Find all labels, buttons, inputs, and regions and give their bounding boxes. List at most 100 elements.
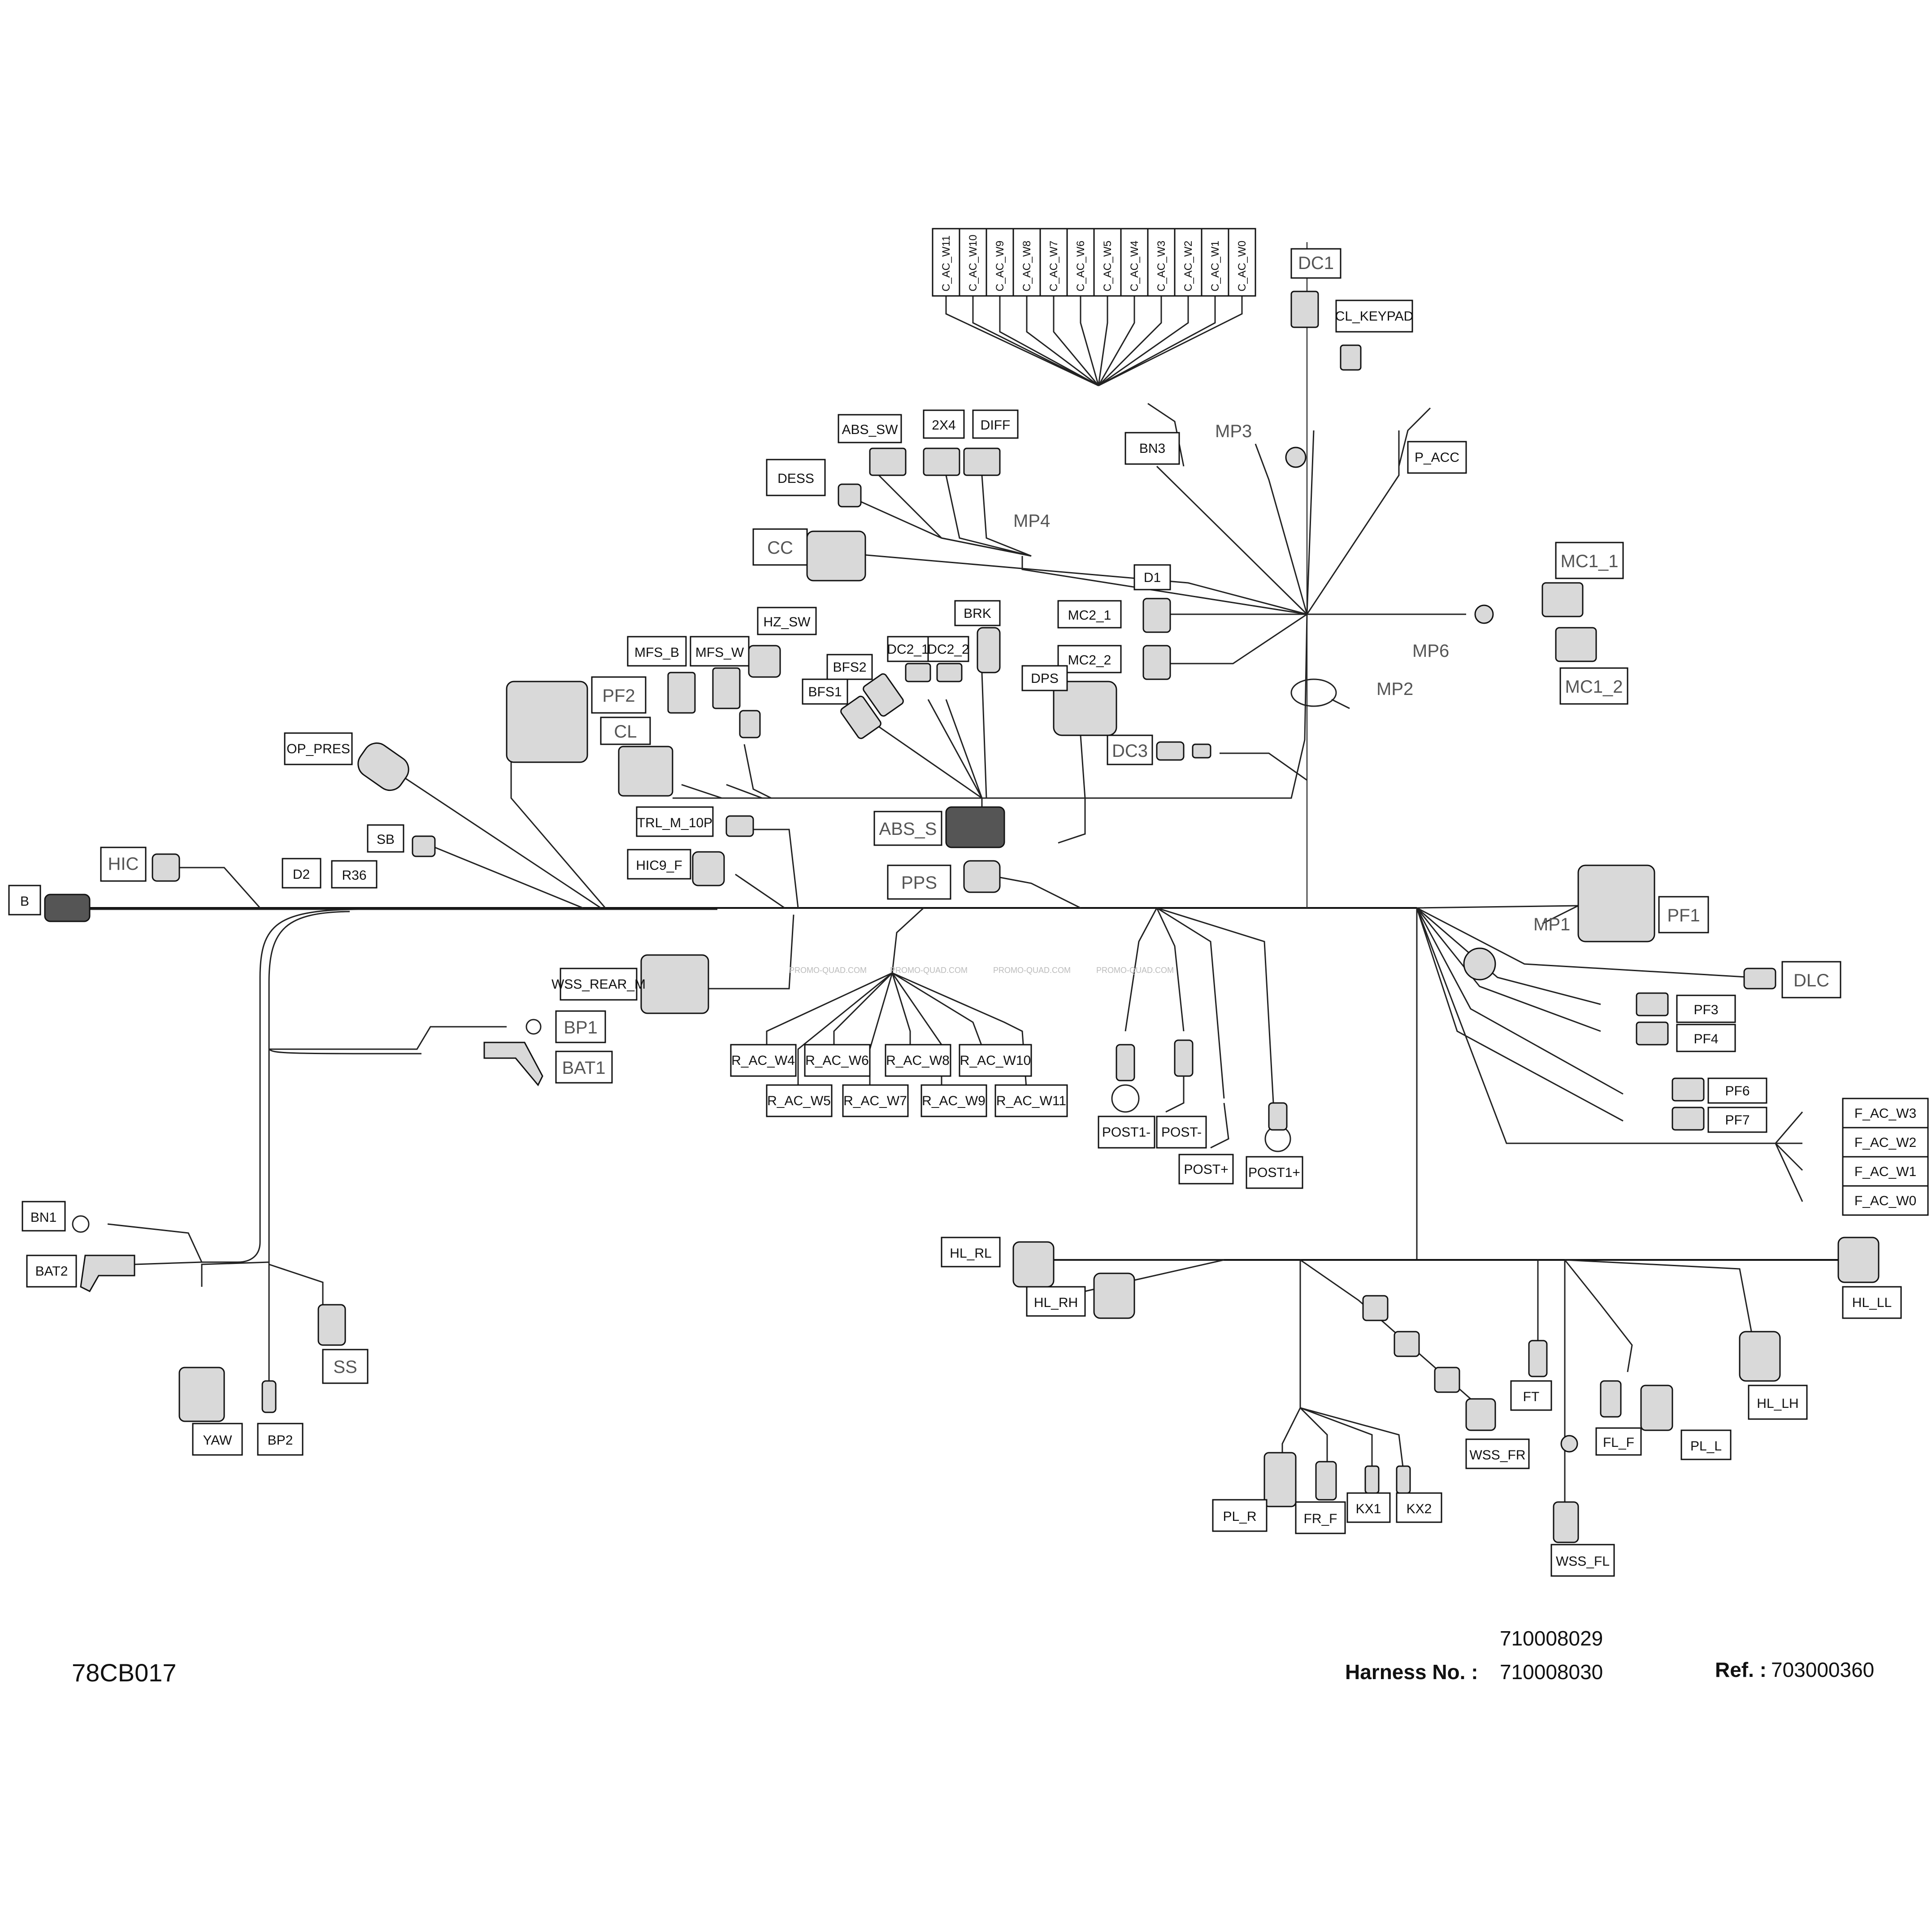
watermark: PROMO-QUAD.COM: [993, 966, 1071, 975]
top-strip-cell: [986, 228, 1014, 297]
BFS1-connector: [840, 695, 881, 739]
label-MC1_1: MC1_1: [1555, 542, 1624, 579]
watermark: PROMO-QUAD.COM: [1096, 966, 1174, 975]
PL_L-connector: [1640, 1385, 1673, 1431]
diagram-code: 78CB017: [72, 1658, 177, 1687]
label-HL_RL: HL_RL: [941, 1237, 1001, 1268]
label-CL: CL: [600, 716, 651, 745]
top-strip-label: C_AC_W8: [1021, 241, 1033, 291]
svg-text:HIC9_F: HIC9_F: [636, 858, 682, 873]
svg-text:POST1-: POST1-: [1102, 1125, 1151, 1140]
label-HL_LL: HL_LL: [1842, 1286, 1902, 1319]
svg-text:PL_L: PL_L: [1690, 1439, 1722, 1454]
2X4-connector: [923, 447, 960, 476]
svg-text:CC: CC: [767, 538, 793, 558]
DIFF-connector: [963, 447, 1001, 476]
HL_RH-connector: [1093, 1272, 1135, 1319]
label-F_AC_W3: F_AC_W3: [1842, 1098, 1929, 1129]
DC2_1-connector: [905, 663, 931, 682]
svg-text:PF6: PF6: [1725, 1084, 1750, 1098]
label-PL_L: PL_L: [1680, 1429, 1732, 1460]
P_ACC-lug: [1398, 407, 1431, 467]
CC-connector: [806, 530, 866, 582]
top-strip-cell: [1201, 228, 1229, 297]
ref-label: Ref. :: [1715, 1658, 1767, 1681]
POST+-lug: [1210, 1103, 1229, 1149]
svg-text:MFS_W: MFS_W: [695, 645, 744, 660]
label-POST+: POST+: [1178, 1154, 1234, 1185]
top-strip-label: C_AC_W3: [1155, 241, 1168, 291]
svg-text:CL_KEYPAD: CL_KEYPAD: [1335, 309, 1414, 324]
svg-text:BP1: BP1: [564, 1018, 598, 1038]
label-BFS2: BFS2: [826, 654, 873, 680]
footer: 78CB017 Harness No. : 710008029 71000803…: [72, 1627, 1874, 1687]
top-strip-cell: [1174, 228, 1203, 297]
TRL_M_10P-connector: [725, 815, 754, 837]
svg-text:POST1+: POST1+: [1248, 1165, 1300, 1180]
MFS_B-connector: [667, 672, 696, 714]
label-WSS_FL: WSS_FL: [1550, 1544, 1615, 1577]
top-strip-cell: [932, 228, 960, 297]
label-YAW: YAW: [192, 1423, 243, 1456]
label-DC1: DC1: [1290, 248, 1342, 279]
watermarks: PROMO-QUAD.COM PROMO-QUAD.COM PROMO-QUAD…: [789, 966, 1174, 975]
DC2_2-connector: [936, 663, 963, 682]
MP3-clip: [1285, 447, 1307, 468]
label-HL_RH: HL_RH: [1026, 1286, 1086, 1317]
harness-number-1: 710008029: [1500, 1627, 1603, 1650]
PF3-connector: [1636, 992, 1669, 1016]
KX1-connector: [1364, 1465, 1380, 1494]
WSS_FR-sensor-2: [1394, 1331, 1420, 1357]
KX2-connector: [1396, 1465, 1411, 1494]
POST1--boot: [1116, 1044, 1135, 1081]
WSS_FR-sensor-1: [1362, 1295, 1389, 1321]
top-strip-cell: [959, 228, 987, 297]
label-CC: CC: [752, 528, 808, 566]
svg-text:DLC: DLC: [1793, 971, 1829, 990]
DLC-connector: [1743, 968, 1776, 990]
svg-text:MC2_2: MC2_2: [1068, 653, 1111, 668]
label-R_AC_W10: R_AC_W10: [959, 1044, 1032, 1077]
label-CL_KEYPAD: CL_KEYPAD: [1335, 300, 1414, 333]
label-R_AC_W9: R_AC_W9: [920, 1084, 987, 1117]
label-F_AC_W2: F_AC_W2: [1842, 1127, 1929, 1158]
svg-text:DIFF: DIFF: [981, 418, 1011, 433]
svg-text:R_AC_W9: R_AC_W9: [922, 1094, 986, 1108]
WSS_FR-connector: [1465, 1398, 1496, 1431]
top-strip-cell: [1147, 228, 1176, 297]
BAT1-lug: [483, 1042, 543, 1086]
label-PF3: PF3: [1676, 994, 1736, 1023]
svg-text:B: B: [20, 894, 29, 909]
svg-text:BAT2: BAT2: [35, 1264, 68, 1279]
svg-text:TRL_M_10P: TRL_M_10P: [637, 816, 712, 830]
svg-text:BP2: BP2: [268, 1433, 293, 1448]
top-strip-cell: [1039, 228, 1068, 297]
label-ABS_SW: ABS_SW: [838, 414, 902, 443]
svg-text:ABS_S: ABS_S: [879, 819, 937, 839]
svg-text:FT: FT: [1523, 1389, 1540, 1404]
label-R_AC_W4: R_AC_W4: [730, 1044, 797, 1077]
label-P_ACC: P_ACC: [1407, 441, 1467, 474]
harness-label: Harness No. :: [1345, 1660, 1478, 1684]
BFS2-connector: [863, 673, 904, 717]
label-F_AC_W1: F_AC_W1: [1842, 1156, 1929, 1187]
label-F_AC_W0: F_AC_W0: [1842, 1185, 1929, 1216]
MP6-clip: [1474, 604, 1494, 624]
label-MP6: MP6: [1412, 641, 1449, 661]
label-BP1: BP1: [555, 1010, 606, 1043]
top-strip-cell: [1228, 228, 1256, 297]
label-R_AC_W11: R_AC_W11: [994, 1084, 1068, 1117]
label-ABS_S: ABS_S: [873, 811, 942, 846]
HL_RL-connector: [1012, 1241, 1055, 1288]
labels: DC1 CL_KEYPAD MP3 BN3 P_ACC ABS_SW 2X4 D…: [8, 248, 1929, 1577]
label-DC3: DC3: [1107, 734, 1153, 765]
svg-text:HL_LL: HL_LL: [1852, 1295, 1892, 1310]
watermark: PROMO-QUAD.COM: [789, 966, 867, 975]
label-MP4: MP4: [1013, 511, 1050, 531]
label-BN1: BN1: [22, 1201, 66, 1232]
svg-text:POST+: POST+: [1184, 1162, 1228, 1177]
PF2-connector: [506, 681, 588, 763]
svg-text:DC2_2: DC2_2: [927, 642, 969, 657]
label-R_AC_W8: R_AC_W8: [885, 1044, 951, 1077]
label-PF1: PF1: [1658, 896, 1709, 933]
